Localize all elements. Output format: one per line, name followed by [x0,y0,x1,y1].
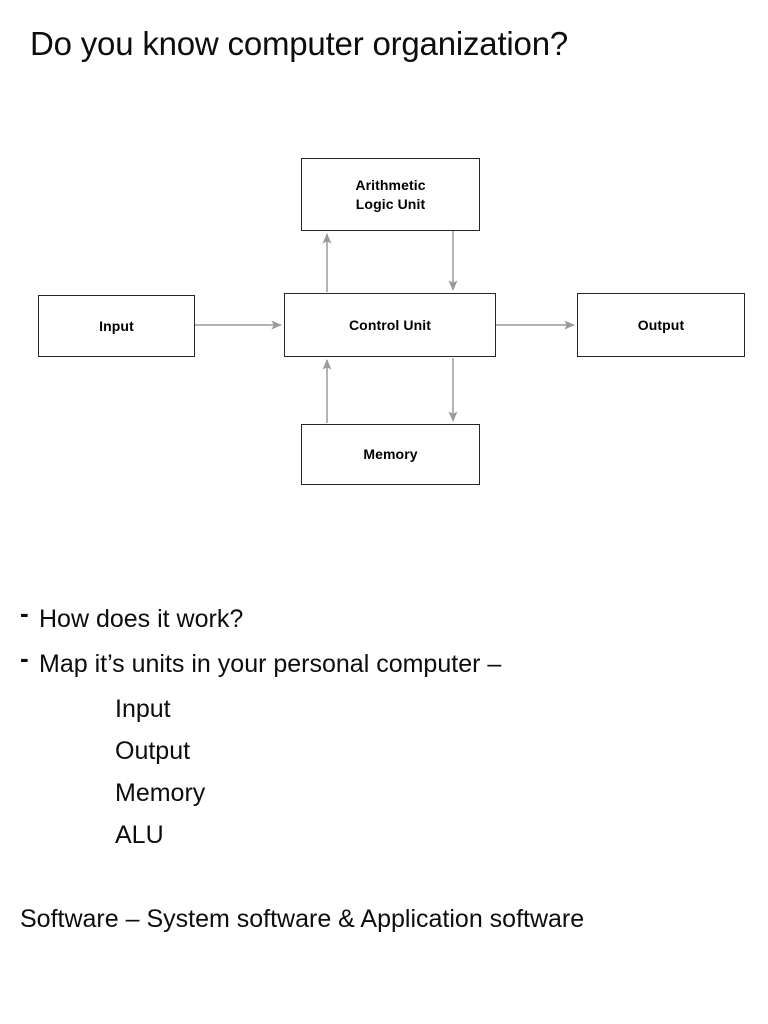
diagram-node-arithmetic-logic-unit: Arithmetic Logic Unit [301,158,480,231]
list-item: Output [115,737,191,765]
bullet-text: How does it work? [39,605,244,633]
diagram-connectors [195,231,575,423]
computer-organization-diagram: Arithmetic Logic Unit Input Control Unit… [38,158,745,485]
node-label-input: Input [99,317,134,334]
node-label-alu-line2: Logic Unit [355,195,426,212]
bullet-dash-icon: - [20,643,29,673]
bullet-item: - How does it work? [0,598,768,640]
bullet-dash-icon: - [20,598,29,628]
node-label-output: Output [637,316,685,333]
node-label-control-unit: Control Unit [348,316,432,333]
list-item: Memory [115,779,206,807]
node-label-alu: Arithmetic Logic Unit [355,176,425,214]
bullet-item: - Map it’s units in your personal comput… [0,643,768,685]
bullet-text: Map it’s units in your personal computer… [39,650,502,678]
list-item: ALU [115,821,164,849]
page-title: Do you know computer organization? [30,25,569,62]
diagram-node-output: Output [577,293,745,357]
diagram-node-memory: Memory [301,424,480,485]
diagram-node-control-unit: Control Unit [284,293,496,357]
slide-body-text: - How does it work? - Map it’s units in … [0,598,768,940]
node-label-memory: Memory [363,446,418,462]
text-spacer [0,856,768,898]
closing-statement: Software – System software & Application… [20,905,585,933]
node-label-alu-line1: Arithmetic [355,176,426,193]
diagram-node-input: Input [38,295,195,357]
list-item: Input [115,695,171,723]
